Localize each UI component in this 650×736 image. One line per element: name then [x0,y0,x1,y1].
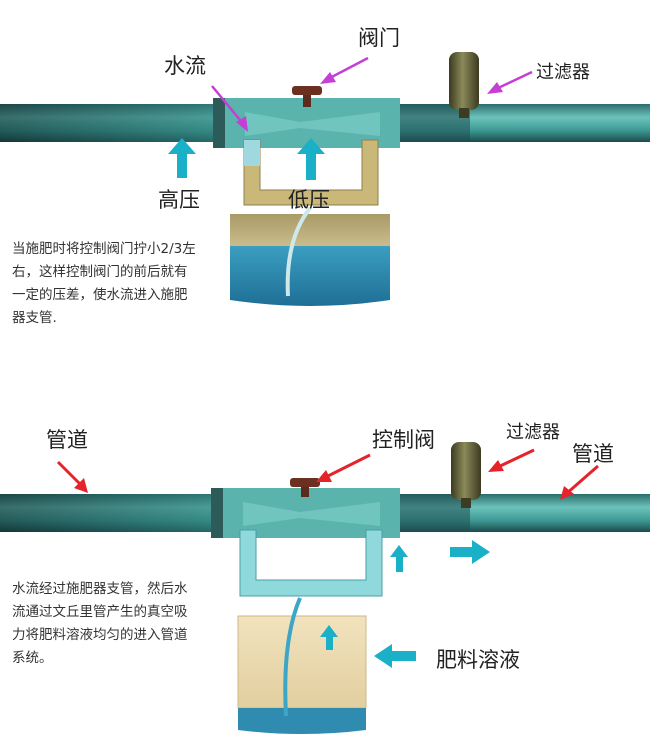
bottom-flow-right-arrow [450,540,490,564]
top-filter-neck [459,108,469,118]
top-branch-inlet [244,140,260,166]
bottom-pipe-left-arrow [56,460,88,493]
top-tank-water [230,246,390,306]
top-flange [213,98,225,148]
label-fertilizer-solution: 肥料溶液 [436,648,520,672]
bottom-valve-stem [301,485,309,497]
top-diagram [0,52,650,306]
top-note-line: 一定的压差，使水流进入施肥 [12,287,188,303]
bottom-branch-up-arrow [390,545,408,572]
bottom-valve-handle [290,478,320,487]
bottom-fertilizer-arrow [374,644,416,668]
top-water-flow-arrow [211,85,248,132]
bottom-tank-water [238,708,366,734]
top-tank-upper [230,214,390,246]
bottom-note: 水流经过施肥器支管，然后水 流通过文丘里管产生的真空吸 力将肥料溶液均匀的进入管… [12,578,188,670]
bottom-control-valve-arrow [316,453,371,482]
top-filter-body [449,52,479,110]
top-suction-tube [285,206,312,297]
bottom-flange [211,488,223,538]
label-water-flow: 水流 [164,54,206,78]
top-valve-arrow [320,56,369,84]
bottom-pipe-dark-segment [0,494,215,532]
top-pipe-dark-segment [0,104,215,142]
label-filter-top: 过滤器 [536,62,590,83]
bottom-tank-up-arrow [320,625,338,650]
top-valve-handle [292,86,322,95]
top-low-pressure-arrow [297,138,325,180]
label-pipe-right: 管道 [572,442,614,466]
bottom-note-line: 力将肥料溶液均匀的进入管道 [12,627,188,643]
bottom-pipe-right-arrow [560,464,599,500]
top-note: 当施肥时将控制阀门拧小2/3左 右，这样控制阀门的前后就有 一定的压差，使水流进… [12,238,196,330]
label-pipe-left: 管道 [46,428,88,452]
bottom-branch-loop [239,529,383,597]
bottom-note-line: 系统。 [12,650,53,666]
bottom-tank-upper [237,615,367,709]
label-control-valve: 控制阀 [372,428,435,452]
bottom-note-line: 流通过文丘里管产生的真空吸 [12,604,188,620]
top-valve-stem [303,93,311,107]
bottom-pipe-right-dark [400,494,470,532]
top-filter-arrow [487,70,533,94]
top-note-line: 器支管. [12,310,57,326]
bottom-filter-arrow [488,448,535,472]
bottom-venturi-throat [243,502,380,526]
bottom-suction-tube [283,597,302,717]
top-venturi-throat [245,112,380,136]
label-high-pressure: 高压 [158,188,200,212]
label-valve: 阀门 [358,26,400,50]
label-low-pressure: 低压 [288,188,330,212]
bottom-filter-neck [461,498,471,508]
bottom-note-line: 水流经过施肥器支管，然后水 [12,581,188,597]
top-pipe-right-dark [400,104,470,142]
top-high-pressure-arrow [168,138,196,178]
top-note-line: 当施肥时将控制阀门拧小2/3左 [12,241,196,257]
bottom-filter-body [451,442,481,500]
bottom-diagram [0,442,650,734]
top-note-line: 右，这样控制阀门的前后就有 [12,264,188,280]
label-filter-bottom: 过滤器 [506,422,560,443]
